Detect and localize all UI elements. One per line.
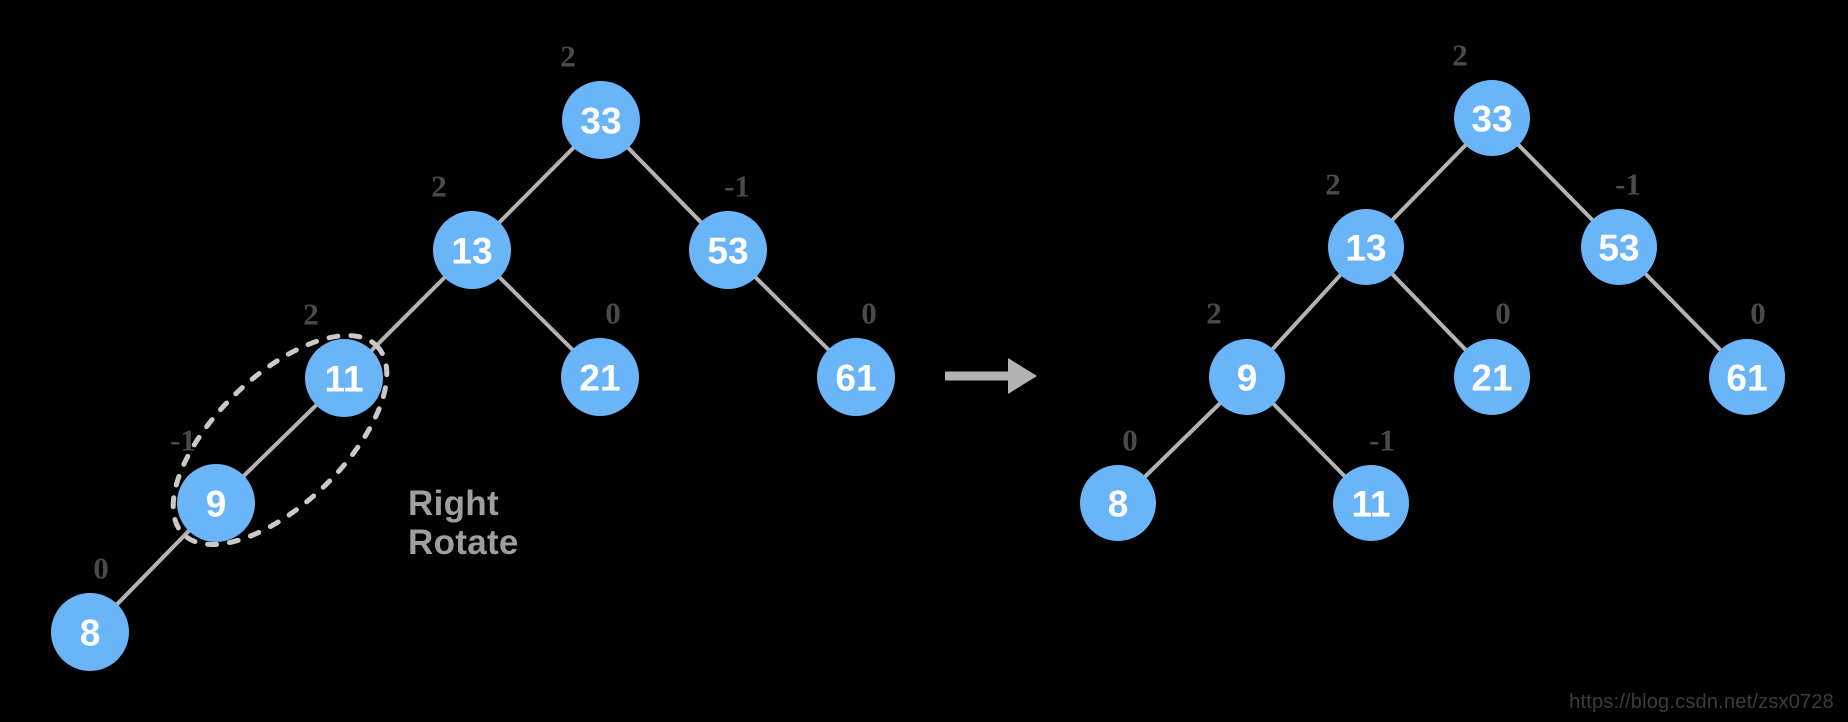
node-value-label: 61 (835, 358, 876, 399)
tree-edge (1389, 142, 1469, 223)
node-value-label: 8 (1108, 484, 1129, 525)
balance-factor-label: 2 (303, 297, 319, 332)
rotation-subtree-highlight (170, 333, 390, 547)
balance-factor-label: 0 (1750, 296, 1766, 331)
tree-node-61[interactable]: 61 (1709, 339, 1785, 415)
node-value-label: 9 (1237, 358, 1258, 399)
balance-factor-label: -1 (724, 169, 750, 204)
tree-node-11[interactable]: 11 (1333, 465, 1409, 541)
tree-edge (1269, 272, 1344, 352)
balance-factor-label: 0 (1495, 296, 1511, 331)
node-circle (177, 464, 255, 542)
balance-factor-label: 2 (1206, 296, 1222, 331)
balance-factor-label: 2 (560, 39, 576, 74)
node-circle (433, 211, 511, 289)
node-value-label: 8 (80, 613, 101, 654)
node-value-label: 9 (206, 484, 227, 525)
tree-node-21[interactable]: 21 (561, 338, 639, 416)
node-circle (562, 81, 640, 159)
node-circle (1328, 209, 1404, 285)
node-circle (689, 211, 767, 289)
node-value-label: 53 (1598, 228, 1639, 269)
node-value-label: 53 (707, 231, 748, 272)
balance-factor-label: -1 (1369, 423, 1395, 458)
tree-node-61[interactable]: 61 (817, 338, 895, 416)
tree-node-13[interactable]: 13 (1328, 209, 1404, 285)
node-value-label: 13 (451, 231, 492, 272)
balance-factor-label: 0 (605, 296, 621, 331)
tree-node-9[interactable]: 9 (1209, 339, 1285, 415)
node-circle (1454, 80, 1530, 156)
tree-node-33[interactable]: 33 (1454, 80, 1530, 156)
node-circle (1080, 465, 1156, 541)
balance-factor-label: 0 (93, 551, 109, 586)
tree-edge (114, 528, 192, 607)
tree-edge (1389, 271, 1469, 353)
node-value-label: 21 (1471, 358, 1512, 399)
tree-edge (496, 144, 577, 226)
balance-factor-label: -1 (170, 423, 196, 458)
tree-node-11[interactable]: 11 (305, 339, 383, 417)
tree-node-53[interactable]: 53 (689, 211, 767, 289)
balance-factor-label: 2 (431, 169, 447, 204)
tree-node-21[interactable]: 21 (1454, 339, 1530, 415)
right-rotate-label: Right Rotate (408, 484, 519, 563)
balance-factor-label: 0 (861, 296, 877, 331)
tree-node-53[interactable]: 53 (1581, 209, 1657, 285)
node-value-label: 13 (1345, 228, 1386, 269)
node-value-label: 11 (324, 359, 363, 400)
balance-factor-label: 0 (1122, 423, 1138, 458)
arrow-head (1008, 358, 1037, 394)
node-circle (817, 338, 895, 416)
tree-edge (241, 402, 319, 479)
tree-edge (625, 145, 704, 225)
tree-edge (1515, 142, 1596, 223)
node-circle (1581, 209, 1657, 285)
tree-node-9[interactable]: 9 (177, 464, 255, 542)
tree-node-13[interactable]: 13 (433, 211, 511, 289)
tree-edge (1142, 400, 1223, 480)
node-value-label: 33 (1471, 99, 1512, 140)
node-circle (1209, 339, 1285, 415)
node-circle (1333, 465, 1409, 541)
balance-factor-label: -1 (1615, 167, 1641, 202)
node-value-label: 33 (580, 101, 621, 142)
node-value-label: 61 (1726, 358, 1767, 399)
node-value-label: 11 (1351, 484, 1390, 525)
balance-factor-label: 2 (1452, 38, 1468, 73)
node-value-label: 21 (579, 358, 620, 399)
tree-edge (368, 274, 448, 354)
node-circle (305, 339, 383, 417)
node-circle (1709, 339, 1785, 415)
node-circle (1454, 339, 1530, 415)
tree-edge (1270, 401, 1348, 479)
tree-node-33[interactable]: 33 (562, 81, 640, 159)
tree-edge (1642, 271, 1724, 353)
tree-node-8[interactable]: 8 (51, 593, 129, 671)
tree-edge (496, 274, 576, 353)
node-circle (561, 338, 639, 416)
tree-edge (752, 274, 832, 353)
source-watermark: https://blog.csdn.net/zsx0728 (1569, 691, 1834, 713)
balance-factor-label: 2 (1325, 167, 1341, 202)
tree-node-8[interactable]: 8 (1080, 465, 1156, 541)
node-circle (51, 593, 129, 671)
